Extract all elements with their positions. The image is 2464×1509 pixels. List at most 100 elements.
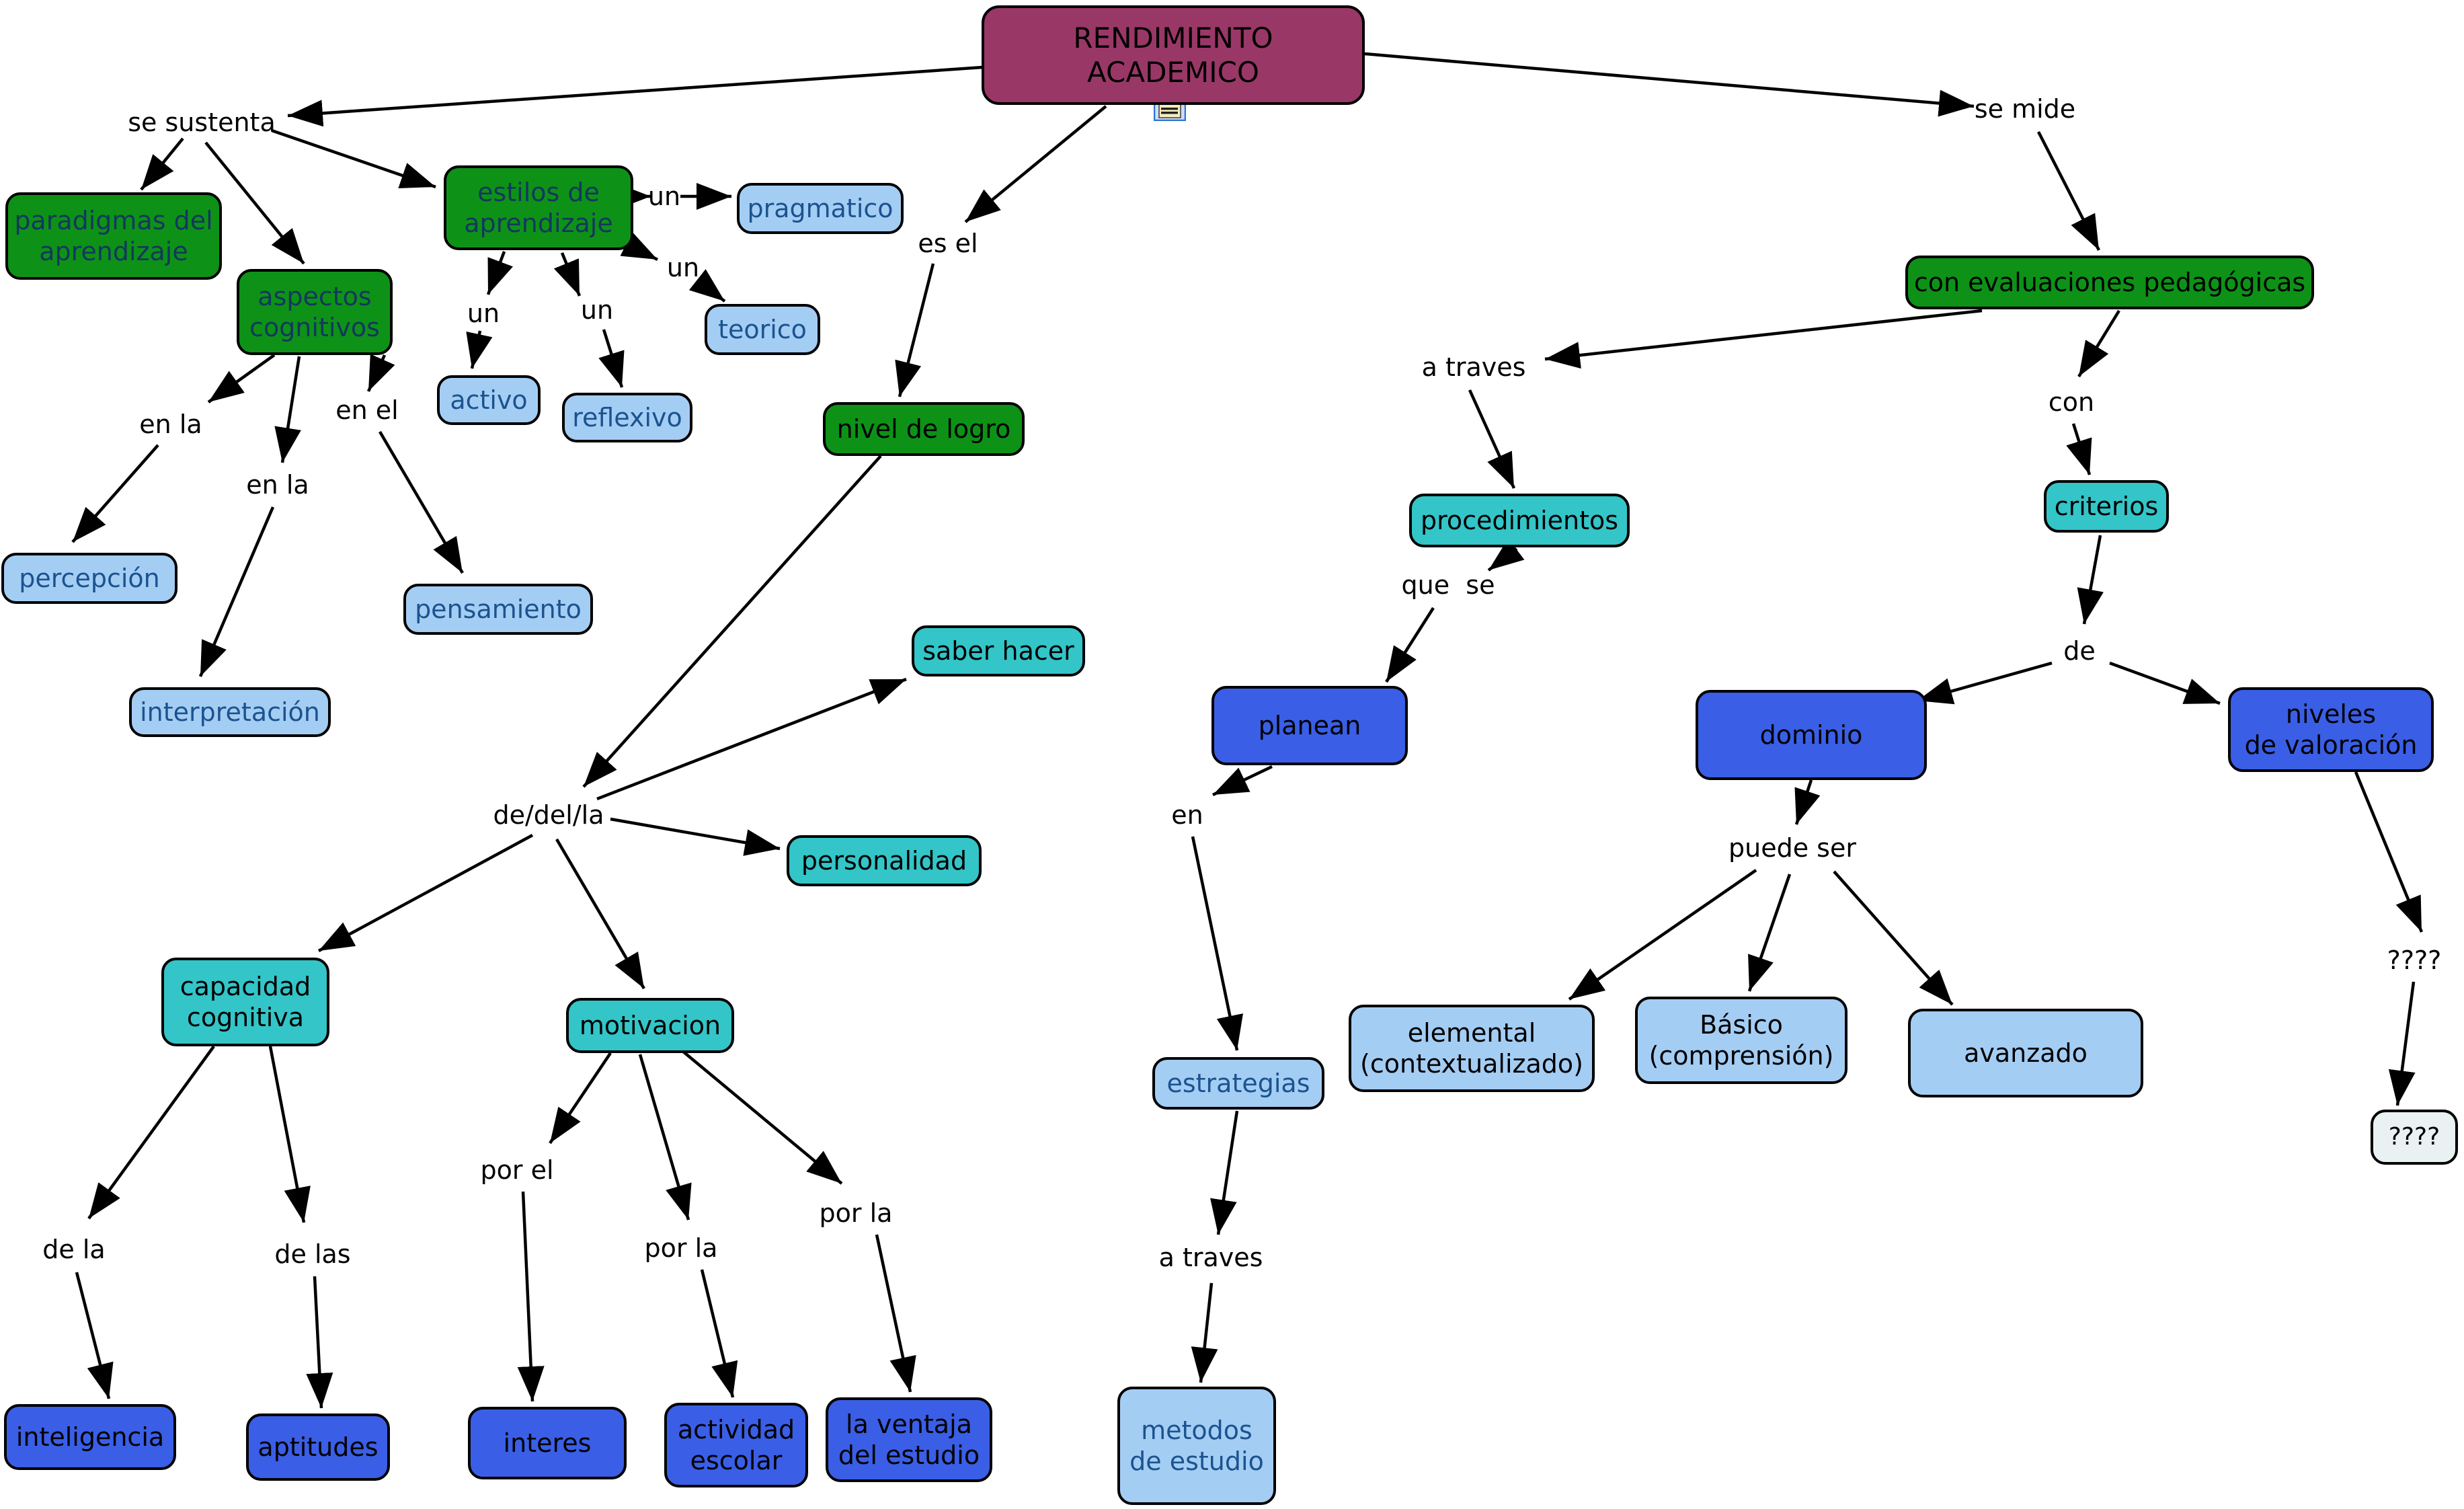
edge-line-29 xyxy=(306,1276,333,1409)
edge-line-45 xyxy=(2077,309,2120,378)
label-de[interactable]: de xyxy=(2063,636,2096,666)
node-avanzado[interactable]: avanzado xyxy=(1908,1009,2143,1097)
label-de-las[interactable]: de las xyxy=(274,1239,351,1269)
edge-line-21 xyxy=(582,455,882,788)
edge-line-55 xyxy=(2388,981,2416,1106)
edge-line-19 xyxy=(379,430,464,574)
label-en[interactable]: en xyxy=(1171,800,1203,830)
edge-line-54 xyxy=(2354,771,2424,933)
label-por-el[interactable]: por el xyxy=(480,1155,554,1185)
label-se-sustenta[interactable]: se sustenta xyxy=(128,108,276,137)
label-un-2[interactable]: un xyxy=(666,253,700,282)
label-de-del-la[interactable]: de/del/la xyxy=(493,800,604,830)
edge-line-28 xyxy=(268,1046,311,1223)
node-saber-hacer[interactable]: saber hacer xyxy=(912,625,1085,676)
node-inteligencia[interactable]: inteligencia xyxy=(4,1404,176,1470)
label-a-traves-2[interactable]: a traves xyxy=(1158,1243,1263,1272)
label-un-3[interactable]: un xyxy=(467,299,500,328)
edge-line-46 xyxy=(2066,423,2092,475)
node-percepcion[interactable]: percepción xyxy=(1,553,177,604)
edge-line-38 xyxy=(1468,389,1516,489)
node-motivacion[interactable]: motivacion xyxy=(566,998,734,1053)
edge-line-40 xyxy=(1385,607,1435,683)
node-personalidad[interactable]: personalidad xyxy=(787,835,982,886)
edge-line-9 xyxy=(688,269,726,303)
label-question-marks[interactable]: ???? xyxy=(2387,945,2442,975)
node-paradigmas-del-aprendizaje[interactable]: paradigmas del aprendizaje xyxy=(5,192,222,280)
edge-line-35 xyxy=(875,1234,916,1393)
node-aptitudes[interactable]: aptitudes xyxy=(246,1414,390,1481)
node-reflexivo[interactable]: reflexivo xyxy=(562,393,692,442)
label-es-el[interactable]: es el xyxy=(918,229,978,258)
node-elemental-contextualizado[interactable]: elemental (contextualizado) xyxy=(1349,1005,1595,1092)
edge-line-2 xyxy=(1364,52,1975,117)
edge-line-22 xyxy=(596,677,907,801)
label-por-la-1[interactable]: por la xyxy=(644,1233,718,1263)
edge-line-37 xyxy=(1544,309,1983,369)
node-basico-comprension[interactable]: Básico (comprensión) xyxy=(1635,997,1847,1084)
edge-line-5 xyxy=(271,128,436,189)
edge-line-32 xyxy=(638,1054,692,1221)
node-nivel-de-logro[interactable]: nivel de logro xyxy=(823,402,1025,456)
edge-line-52 xyxy=(1747,874,1792,992)
node-pensamiento[interactable]: pensamiento xyxy=(403,584,593,635)
node-capacidad-cognitiva[interactable]: capacidad cognitiva xyxy=(161,958,329,1046)
edge-line-26 xyxy=(87,1045,215,1220)
edge-line-49 xyxy=(2109,661,2221,705)
node-unknown[interactable]: ???? xyxy=(2371,1110,2458,1165)
label-en-la-1[interactable]: en la xyxy=(139,410,202,439)
node-actividad-escolar[interactable]: actividad escolar xyxy=(664,1403,808,1487)
edge-line-48 xyxy=(1917,661,2053,705)
edge-line-3 xyxy=(140,137,184,191)
edge-line-25 xyxy=(555,838,645,990)
node-interes[interactable]: interes xyxy=(468,1407,627,1479)
label-por-la-2[interactable]: por la xyxy=(819,1198,893,1228)
node-pragmatico[interactable]: pragmatico xyxy=(737,183,904,234)
label-puede-ser[interactable]: puede ser xyxy=(1728,833,1856,863)
node-planean[interactable]: planean xyxy=(1211,686,1408,765)
node-estilos-de-aprendizaje[interactable]: estilos de aprendizaje xyxy=(444,165,633,250)
edge-line-53 xyxy=(1833,870,1954,1006)
node-teorico[interactable]: teorico xyxy=(705,304,820,355)
edge-line-33 xyxy=(700,1269,738,1398)
label-en-el[interactable]: en el xyxy=(335,395,399,425)
label-un-1[interactable]: un xyxy=(647,182,681,211)
edge-line-44 xyxy=(1191,1282,1218,1383)
edge-line-51 xyxy=(1568,869,1757,1001)
node-aspectos-cognitivos[interactable]: aspectos cognitivos xyxy=(237,269,393,355)
edge-line-30 xyxy=(549,1052,612,1145)
node-activo[interactable]: activo xyxy=(437,375,541,425)
edge-line-34 xyxy=(680,1049,843,1185)
node-dominio[interactable]: dominio xyxy=(1696,690,1927,780)
label-se-mide[interactable]: se mide xyxy=(1974,94,2076,124)
edge-line-41 xyxy=(1212,765,1273,797)
node-metodos-de-estudio[interactable]: metodos de estudio xyxy=(1117,1387,1276,1505)
node-estrategias[interactable]: estrategias xyxy=(1152,1057,1324,1110)
label-un-4[interactable]: un xyxy=(580,295,614,325)
node-rendimiento-academico[interactable]: RENDIMIENTO ACADEMICO xyxy=(982,5,1365,105)
edge-line-42 xyxy=(1191,836,1244,1051)
edge-line-13 xyxy=(598,329,625,388)
edge-line-36 xyxy=(2036,130,2101,252)
edge-line-10 xyxy=(486,251,513,295)
node-con-evaluaciones-pedagogicas[interactable]: con evaluaciones pedagógicas xyxy=(1905,256,2314,309)
edge-line-8 xyxy=(620,231,659,262)
label-en-la-2[interactable]: en la xyxy=(246,470,309,500)
edge-line-18 xyxy=(366,354,395,392)
node-niveles-de-valoracion[interactable]: niveles de valoración xyxy=(2228,687,2434,772)
edge-line-0 xyxy=(287,65,984,127)
edge-line-27 xyxy=(75,1272,114,1399)
edge-line-14 xyxy=(207,354,276,403)
edge-line-43 xyxy=(1210,1110,1239,1235)
edge-line-12 xyxy=(553,252,582,297)
node-procedimientos[interactable]: procedimientos xyxy=(1409,494,1630,547)
label-de-la[interactable]: de la xyxy=(42,1235,106,1264)
node-interpretacion[interactable]: interpretación xyxy=(129,687,331,737)
label-a-traves-1[interactable]: a traves xyxy=(1421,352,1526,382)
edge-line-24 xyxy=(317,834,534,952)
node-criterios[interactable]: criterios xyxy=(2044,480,2169,533)
node-la-ventaja-del-estudio[interactable]: la ventaja del estudio xyxy=(826,1397,992,1482)
label-con[interactable]: con xyxy=(2048,387,2095,417)
label-que-se[interactable]: que se xyxy=(1401,570,1495,600)
edge-line-17 xyxy=(198,506,275,677)
